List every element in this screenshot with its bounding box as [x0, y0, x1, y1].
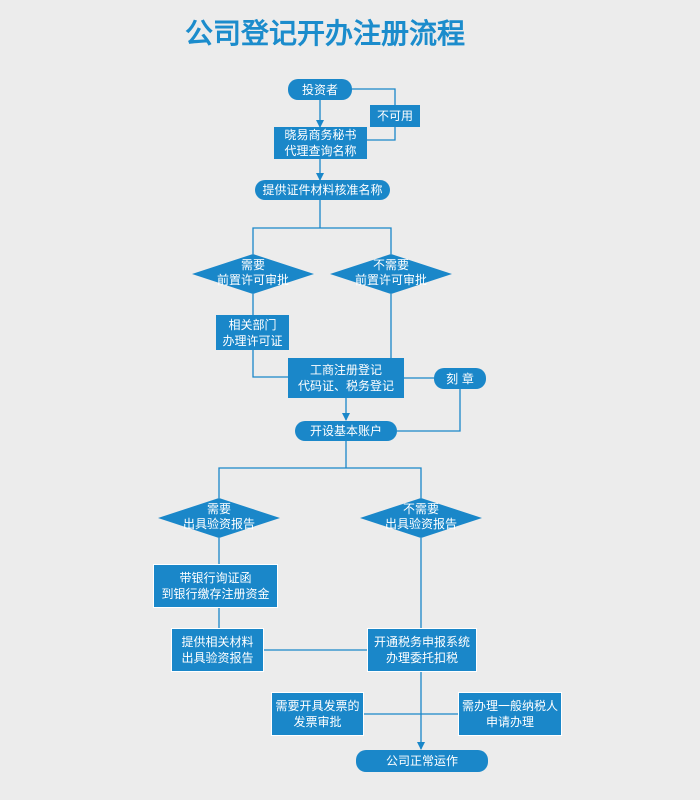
decision-need-prior-approval-label: 需要 前置许可审批: [216, 258, 289, 287]
decision-no-prior-approval: [330, 254, 452, 294]
decision-no-capital-report-label: 不需要 出具验资报告: [384, 502, 457, 531]
connector-account-split: [218, 441, 422, 498]
node-tax-system: 开通税务申报系统 办理委托扣税: [367, 628, 477, 672]
node-dept-license: 相关部门 办理许可证: [216, 315, 289, 350]
decision-need-capital-report: [158, 498, 280, 538]
decision-no-capital-report: [360, 498, 482, 538]
node-investor: 投资者: [288, 79, 352, 100]
node-open-account: 开设基本账户: [295, 421, 397, 441]
connector-seal-to-account: [397, 377, 461, 432]
node-provide-materials: 提供相关材料 出具验资报告: [171, 628, 264, 672]
node-bank-deposit: 带银行询证函 到银行缴存注册资金: [153, 564, 278, 608]
node-general-taxpayer: 需办理一般纳税人 申请办理: [458, 692, 562, 736]
connector-unavailable-loop: [352, 88, 396, 141]
connector-submit-split: [252, 200, 392, 254]
node-seal: 刻 章: [434, 368, 486, 389]
node-business-registration: 工商注册登记 代码证、税务登记: [288, 358, 404, 398]
node-unavailable: 不可用: [370, 105, 420, 127]
node-invoice-approval: 需要开具发票的 发票审批: [271, 692, 364, 736]
connector-dept-to-registration: [252, 350, 288, 378]
page-title: 公司登记开办注册流程: [184, 17, 465, 50]
node-normal-operation: 公司正常运作: [356, 750, 488, 772]
decision-no-prior-approval-label: 不需要 前置许可审批: [354, 258, 427, 287]
decision-need-prior-approval: [192, 254, 314, 294]
node-submit-docs: 提供证件材料核准名称: [255, 180, 390, 200]
decision-need-capital-report-label: 需要 出具验资报告: [182, 502, 255, 531]
node-agent-query: 晓易商务秘书 代理查询名称: [274, 127, 367, 159]
